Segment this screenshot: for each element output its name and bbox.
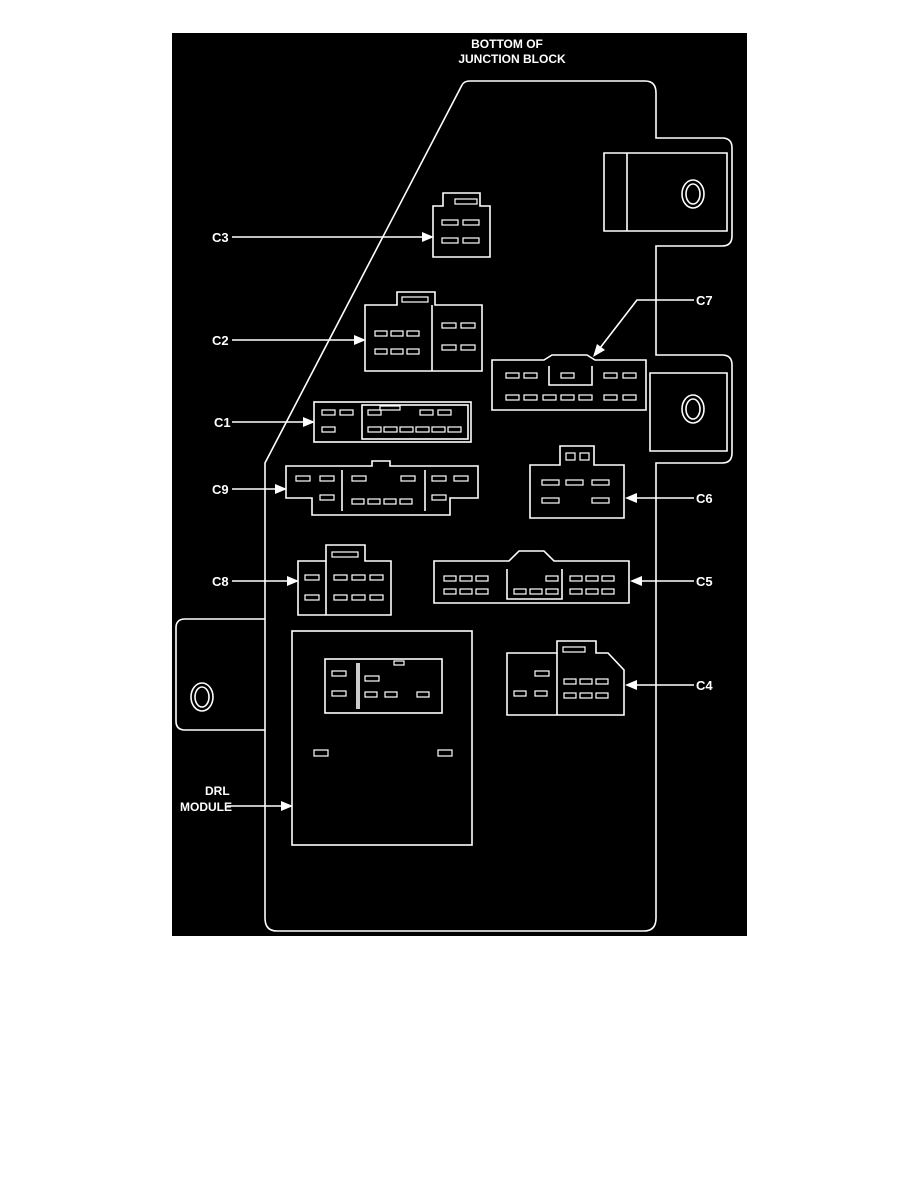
connector-c4	[506, 640, 625, 716]
label-drl-line-2: MODULE	[180, 800, 232, 814]
label-c5: C5	[696, 574, 713, 589]
title-line-2: JUNCTION BLOCK	[458, 52, 566, 66]
lower-bracket-hole-inner	[685, 398, 701, 420]
label-c9: C9	[212, 482, 229, 497]
drl-module	[291, 630, 473, 846]
lower-bracket-hole	[681, 394, 705, 424]
callout-leaders	[227, 232, 694, 811]
label-c1: C1	[214, 415, 231, 430]
label-drl-line-1: DRL	[205, 784, 230, 798]
connector-c9	[285, 460, 479, 516]
lower-bracket	[649, 372, 728, 452]
connector-c2	[364, 291, 483, 372]
connector-c7	[491, 354, 647, 411]
label-c4: C4	[696, 678, 713, 693]
label-c6: C6	[696, 491, 713, 506]
diagram-background	[172, 33, 747, 936]
junction-block-diagram: BOTTOM OF JUNCTION BLOCK	[172, 33, 747, 936]
left-mounting-hole-inner	[194, 686, 210, 708]
left-mounting-hole	[190, 682, 214, 712]
label-c8: C8	[212, 574, 229, 589]
label-c3: C3	[212, 230, 229, 245]
connector-c6	[529, 445, 625, 519]
upper-bracket-hole-inner	[685, 183, 701, 205]
connector-c3	[432, 192, 491, 258]
connector-c8	[297, 544, 392, 616]
upper-bracket	[603, 152, 728, 232]
connector-c5	[433, 550, 630, 604]
junction-block-outline	[264, 80, 733, 932]
left-mounting-tab	[175, 618, 265, 731]
label-c2: C2	[212, 333, 229, 348]
label-c7: C7	[696, 293, 713, 308]
upper-bracket-hole	[681, 179, 705, 209]
title-line-1: BOTTOM OF	[471, 37, 543, 51]
